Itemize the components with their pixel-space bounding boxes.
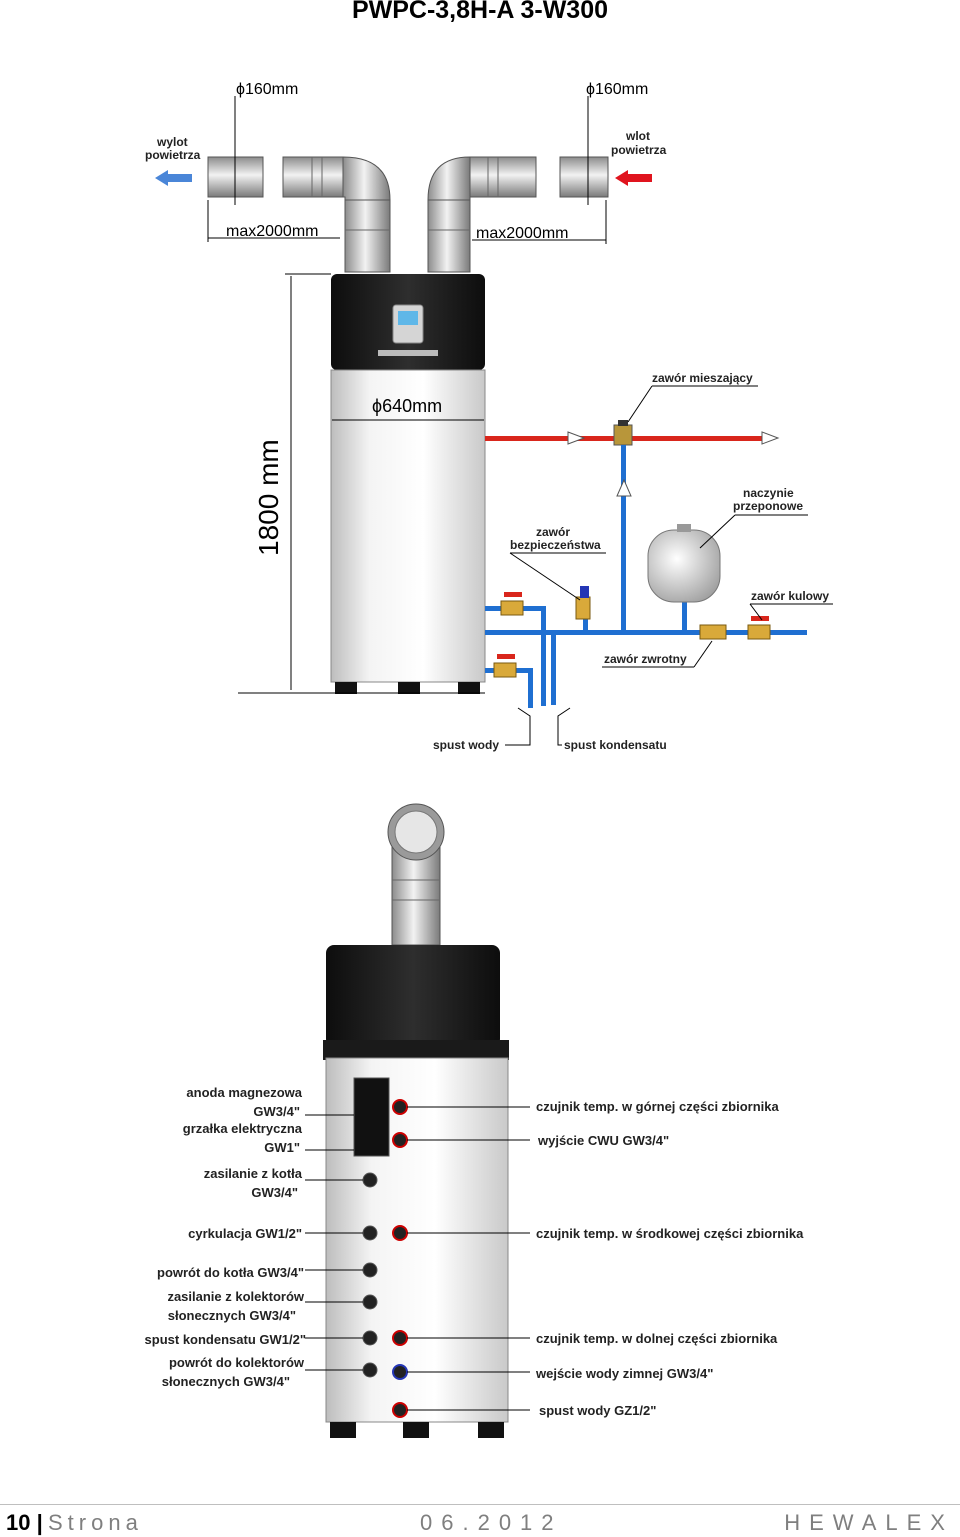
left-label-7: powrót do kotła GW3/4": [157, 1265, 304, 1280]
outlet-label-2: powietrza: [145, 148, 201, 162]
condensate-drain-label: spust kondensatu: [564, 738, 667, 752]
ball-valve-right-icon: [747, 616, 771, 640]
height-dimension: 1800 mm: [253, 439, 284, 556]
left-label-9: słonecznych GW3/4": [168, 1308, 296, 1323]
storage-tank: [330, 369, 486, 683]
left-label-1: GW3/4": [253, 1104, 300, 1119]
control-display: [398, 311, 418, 325]
water-drain-label: spust wody: [433, 738, 499, 752]
right-duct-diameter: ϕ160mm: [586, 81, 648, 98]
right-label-1: wyjście CWU GW3/4": [537, 1133, 669, 1148]
right-max-length: max2000mm: [476, 225, 568, 242]
left-label-5: GW3/4": [251, 1185, 298, 1200]
left-max-length: max2000mm: [226, 223, 318, 240]
right-air-duct: [427, 156, 609, 273]
tank-diameter: ϕ640mm: [372, 396, 442, 416]
footer-page-number: 10 |: [6, 1510, 43, 1535]
cold-water-pipes: [485, 445, 807, 708]
bottom-storage-tank: [325, 1057, 509, 1423]
ball-valve-label: zawór kulowy: [751, 589, 829, 603]
bottom-diagram: anoda magnezowa GW3/4" grzałka elektrycz…: [145, 803, 804, 1438]
mixing-valve-icon: [613, 424, 633, 446]
air-inlet-arrow-icon: [615, 170, 652, 186]
left-duct-diameter: ϕ160mm: [236, 81, 298, 98]
ball-valve-left-icon: [500, 592, 524, 616]
outlet-label-1: wylot: [156, 135, 188, 149]
heater-flange: [353, 1077, 390, 1157]
ball-valve-drain-icon: [493, 654, 517, 678]
inlet-label-1: wlot: [625, 129, 650, 143]
mixing-valve-label: zawór mieszający: [652, 371, 753, 385]
check-valve-icon: [699, 624, 727, 640]
safety-valve-label-1: zawór: [536, 525, 570, 539]
right-label-0: czujnik temp. w górnej części zbiornika: [536, 1099, 779, 1114]
left-air-duct: [207, 156, 391, 273]
left-label-8: zasilanie z kolektorów: [167, 1289, 304, 1304]
left-label-2: grzałka elektryczna: [183, 1121, 303, 1136]
right-label-3: czujnik temp. w dolnej części zbiornika: [536, 1331, 778, 1346]
inlet-label-2: powietrza: [611, 143, 667, 157]
footer-strona: Strona: [48, 1510, 143, 1535]
expansion-vessel-icon: [647, 524, 721, 603]
left-label-12: słonecznych GW3/4": [162, 1374, 290, 1389]
footer-brand: HEWALEX: [784, 1510, 954, 1535]
left-label-0: anoda magnezowa: [186, 1085, 302, 1100]
right-label-2: czujnik temp. w środkowej części zbiorni…: [536, 1226, 804, 1241]
top-diagram: ϕ160mm ϕ160mm wylot powietrza wlot powie…: [145, 81, 833, 752]
expansion-vessel-label-2: przeponowe: [733, 499, 803, 513]
left-label-6: cyrkulacja GW1/2": [188, 1226, 302, 1241]
bottom-heat-pump-head: [326, 945, 500, 1047]
page-title: PWPC-3,8H-A 3-W300: [351, 0, 609, 24]
left-label-10: spust kondensatu GW1/2": [145, 1332, 306, 1347]
footer-date: 06.2012: [420, 1510, 563, 1535]
expansion-vessel-label-1: naczynie: [743, 486, 794, 500]
left-label-4: zasilanie z kotła: [204, 1166, 303, 1181]
right-label-5: spust wody GZ1/2": [539, 1403, 656, 1418]
diagram-canvas: ϕ160mm ϕ160mm wylot powietrza wlot powie…: [145, 81, 833, 1438]
check-valve-label: zawór zwrotny: [604, 652, 687, 666]
footer-divider: [0, 1504, 960, 1505]
air-outlet-arrow-icon: [155, 170, 192, 186]
left-label-3: GW1": [264, 1140, 300, 1155]
left-label-11: powrót do kolektorów: [169, 1355, 305, 1370]
safety-valve-label-2: bezpieczeństwa: [510, 538, 601, 552]
right-label-4: wejście wody zimnej GW3/4": [535, 1366, 713, 1381]
vertical-duct: [391, 844, 441, 946]
safety-valve-icon: [575, 586, 591, 620]
